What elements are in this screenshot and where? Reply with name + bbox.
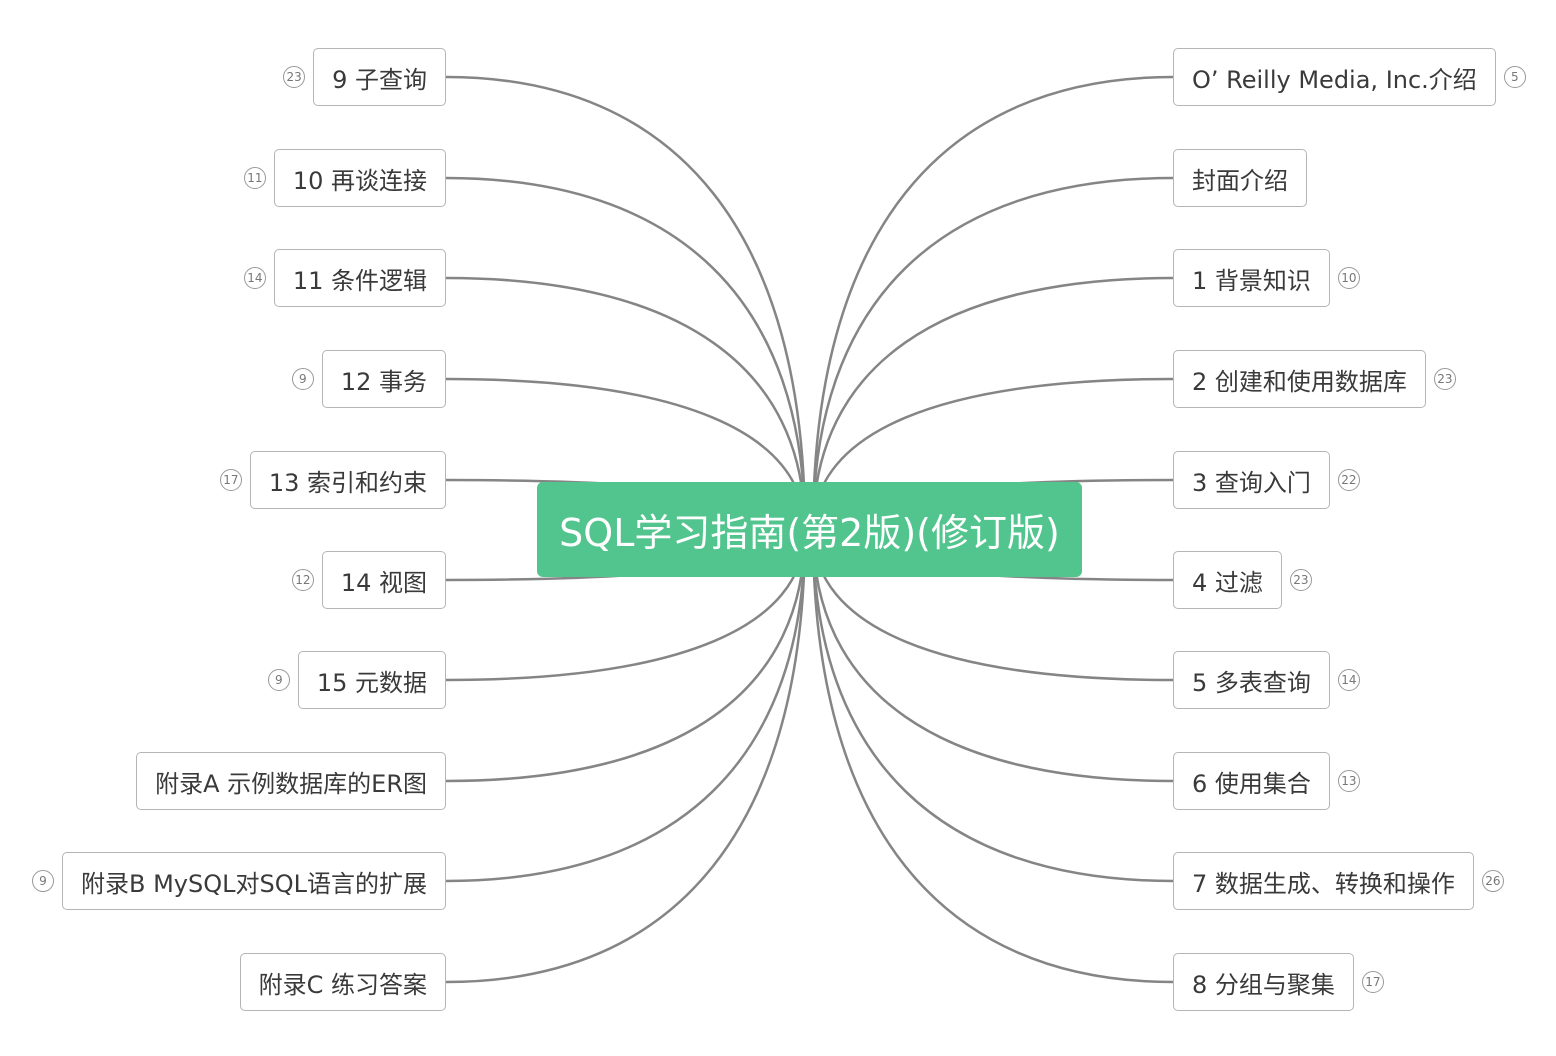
connector-line (445, 529, 807, 883)
topic-node[interactable]: 3 查询入门 22 (1173, 451, 1360, 509)
topic-node[interactable]: 1 背景知识 10 (1173, 249, 1360, 307)
central-topic[interactable]: SQL学习指南(第2版)(修订版) (537, 482, 1082, 577)
topic-label: 附录B MySQL对SQL语言的扩展 (81, 869, 427, 898)
topic-node[interactable]: 14 视图 12 (291, 551, 446, 609)
topic-label: 14 视图 (340, 568, 427, 597)
topic-node[interactable]: 2 创建和使用数据库 23 (1173, 350, 1456, 408)
topic-node[interactable]: 封面介绍 (1173, 149, 1307, 207)
topic-label: 7 数据生成、转换和操作 (1192, 869, 1455, 898)
connector-line (445, 176, 807, 531)
subtopic-count-badge[interactable]: 9 (267, 669, 290, 691)
topic-label: 3 查询入门 (1192, 468, 1311, 497)
topic-node[interactable]: 5 多表查询 14 (1173, 651, 1360, 709)
connector-line (811, 529, 1174, 783)
connector-line (445, 276, 807, 531)
topic-node[interactable]: 9 子查询 23 (283, 48, 446, 106)
topic-node[interactable]: 附录A 示例数据库的ER图 (136, 752, 446, 810)
subtopic-count-badge[interactable]: 10 (1337, 267, 1360, 289)
topic-label: 9 子查询 (332, 65, 427, 94)
topic-label: 2 创建和使用数据库 (1192, 367, 1407, 396)
topic-label: 5 多表查询 (1192, 668, 1311, 697)
connector-line (445, 75, 807, 531)
topic-node[interactable]: 13 索引和约束 17 (219, 451, 446, 509)
subtopic-count-badge[interactable]: 9 (291, 368, 314, 390)
topic-node[interactable]: 15 元数据 9 (267, 651, 446, 709)
topic-label: O’ Reilly Media, Inc.介绍 (1192, 65, 1477, 94)
topic-label: 4 过滤 (1192, 568, 1263, 597)
topic-node[interactable]: 7 数据生成、转换和操作 26 (1173, 852, 1504, 910)
connector-line (811, 75, 1174, 531)
topic-node[interactable]: 附录C 练习答案 (239, 953, 446, 1011)
subtopic-count-badge[interactable]: 14 (243, 267, 266, 289)
subtopic-count-badge[interactable]: 23 (283, 66, 306, 88)
topic-label: 8 分组与聚集 (1192, 970, 1335, 999)
topic-label: 6 使用集合 (1192, 769, 1311, 798)
topic-node[interactable]: 11 条件逻辑 14 (243, 249, 446, 307)
subtopic-count-badge[interactable]: 17 (219, 469, 242, 491)
topic-node[interactable]: 12 事务 9 (291, 350, 446, 408)
subtopic-count-badge[interactable]: 9 (32, 870, 54, 892)
topic-label: 11 条件逻辑 (292, 266, 427, 295)
topic-node[interactable]: 10 再谈连接 11 (243, 149, 446, 207)
subtopic-count-badge[interactable]: 13 (1337, 770, 1360, 792)
connector-line (811, 529, 1174, 883)
topic-label: 附录C 练习答案 (258, 970, 427, 999)
subtopic-count-badge[interactable]: 11 (243, 167, 266, 189)
subtopic-count-badge[interactable]: 5 (1503, 66, 1526, 88)
topic-node[interactable]: 4 过滤 23 (1173, 551, 1312, 609)
subtopic-count-badge[interactable]: 23 (1289, 569, 1312, 591)
topic-label: 封面介绍 (1192, 166, 1288, 195)
connector-line (811, 529, 1174, 984)
topic-node[interactable]: 附录B MySQL对SQL语言的扩展 9 (32, 852, 446, 910)
topic-label: 1 背景知识 (1192, 266, 1311, 295)
connector-line (811, 176, 1174, 531)
connector-line (445, 529, 807, 783)
subtopic-count-badge[interactable]: 14 (1337, 669, 1360, 691)
topic-label: 附录A 示例数据库的ER图 (155, 769, 427, 798)
subtopic-count-badge[interactable]: 17 (1361, 971, 1384, 993)
connector-line (811, 276, 1174, 531)
topic-node[interactable]: O’ Reilly Media, Inc.介绍 5 (1173, 48, 1526, 106)
topic-label: 15 元数据 (316, 668, 427, 697)
topic-label: 13 索引和约束 (268, 468, 427, 497)
topic-node[interactable]: 8 分组与聚集 17 (1173, 953, 1384, 1011)
subtopic-count-badge[interactable]: 23 (1433, 368, 1456, 390)
subtopic-count-badge[interactable]: 26 (1481, 870, 1504, 892)
subtopic-count-badge[interactable]: 12 (291, 569, 314, 591)
topic-node[interactable]: 6 使用集合 13 (1173, 752, 1360, 810)
topic-label: 12 事务 (340, 367, 427, 396)
connector-line (445, 529, 807, 984)
subtopic-count-badge[interactable]: 22 (1337, 469, 1360, 491)
topic-label: 10 再谈连接 (292, 166, 427, 195)
